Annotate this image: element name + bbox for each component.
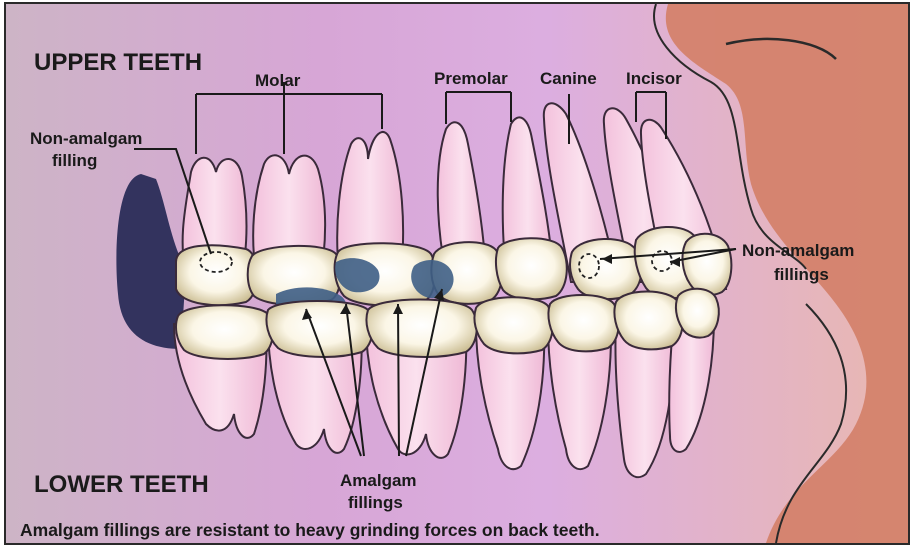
incisor-label: Incisor xyxy=(626,69,682,88)
molar-label: Molar xyxy=(255,71,301,90)
upper-teeth-label: UPPER TEETH xyxy=(34,49,202,76)
non-amalgam-left-label-line2: filling xyxy=(52,151,97,170)
diagram-frame: UPPER TEETH LOWER TEETH Molar Premolar C… xyxy=(4,2,910,545)
lower-molar-2-crown xyxy=(266,301,372,357)
caption: Amalgam fillings are resistant to heavy … xyxy=(20,520,600,540)
non-amalgam-right-label-line1: Non-amalgam xyxy=(742,241,854,260)
lower-incisor-crown xyxy=(676,289,719,338)
upper-canine-crown xyxy=(570,239,642,299)
amalgam-label-line1: Amalgam xyxy=(340,471,417,490)
non-amalgam-left-label-line1: Non-amalgam xyxy=(30,129,142,148)
lower-teeth-label: LOWER TEETH xyxy=(34,471,209,498)
lower-molar-3-crown xyxy=(366,300,476,357)
premolar-label: Premolar xyxy=(434,69,508,88)
upper-molar-1-crown xyxy=(176,245,257,305)
lower-molar-1-crown xyxy=(176,305,273,359)
canine-label: Canine xyxy=(540,69,597,88)
non-amalgam-right-label-line2: fillings xyxy=(774,265,829,284)
lower-premolar-2-crown xyxy=(548,295,618,351)
lower-canine-crown xyxy=(614,292,682,350)
amalgam-label-line2: fillings xyxy=(348,493,403,512)
upper-premolar-2-crown xyxy=(496,238,567,299)
lower-premolar-1-crown xyxy=(474,297,552,353)
teeth-diagram: UPPER TEETH LOWER TEETH Molar Premolar C… xyxy=(6,4,908,543)
